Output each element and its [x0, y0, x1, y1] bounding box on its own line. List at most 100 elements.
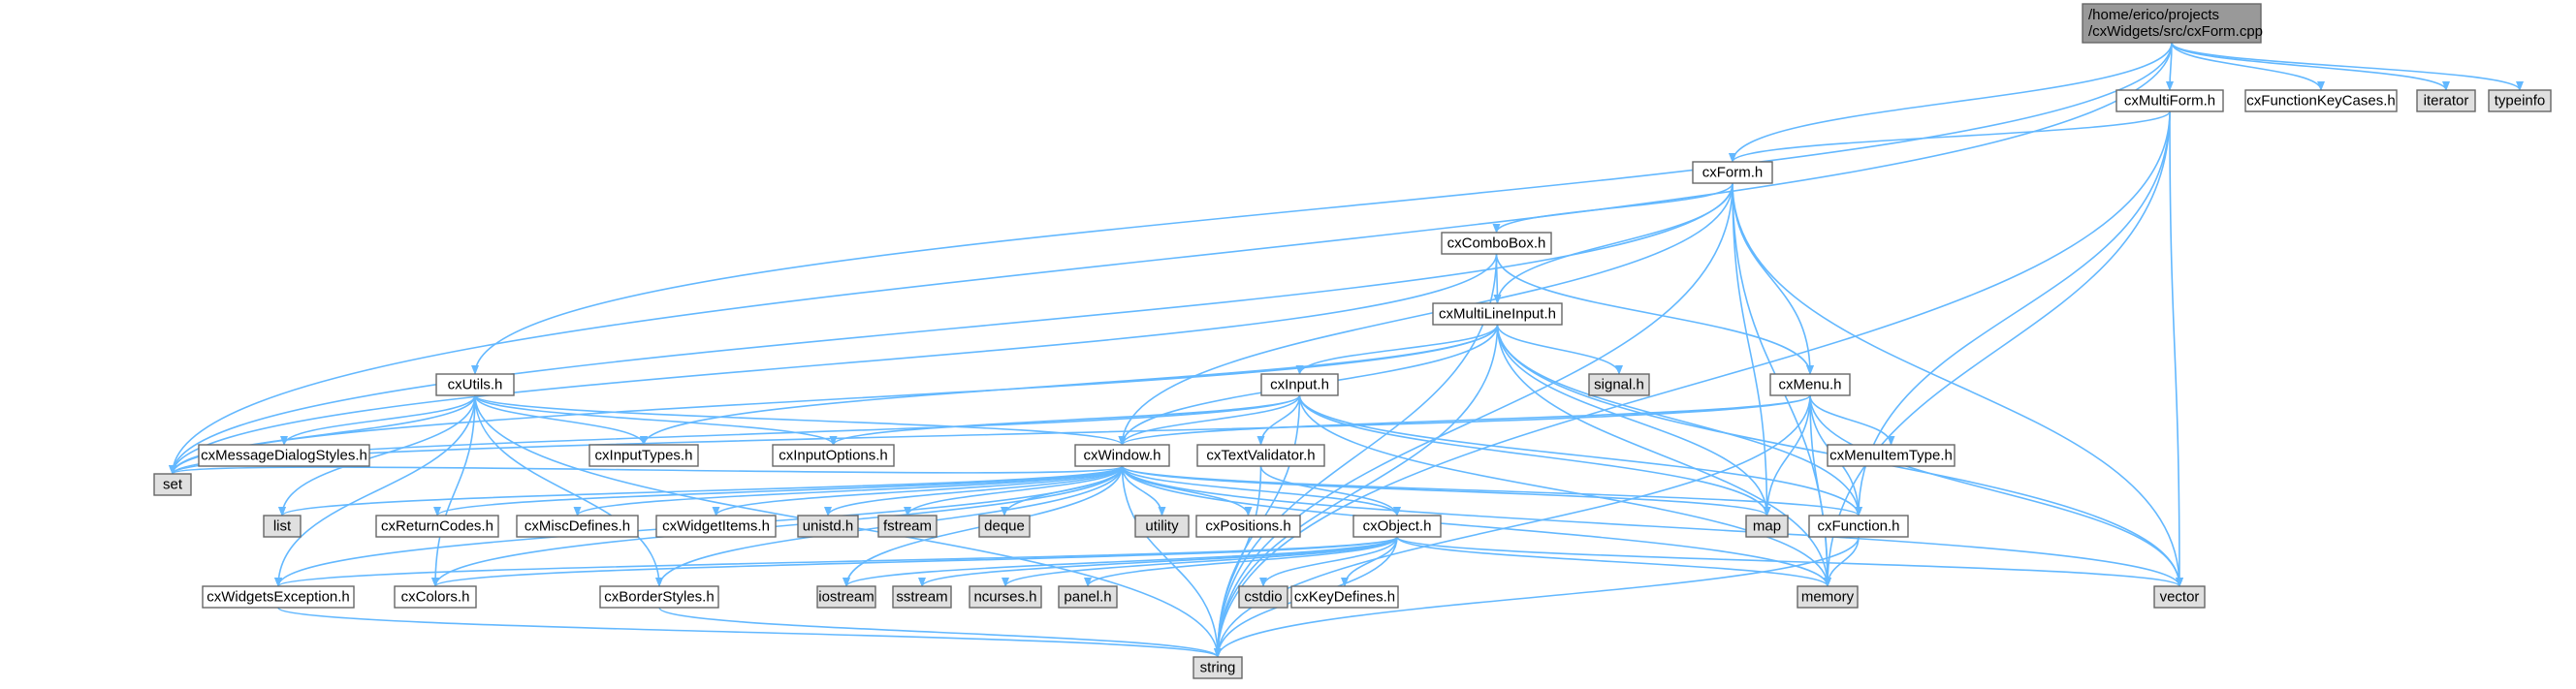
- node-cxtextvalidator-h[interactable]: cxTextValidator.h: [1196, 444, 1325, 467]
- node-cxmessagedialogstyles-h[interactable]: cxMessageDialogStyles.h: [198, 444, 370, 467]
- node-cxwindow-h[interactable]: cxWindow.h: [1074, 444, 1170, 467]
- edge-cxcombobox-h-to-set: [169, 253, 1498, 475]
- node-cxfunctionkeycases-h[interactable]: cxFunctionKeyCases.h: [2244, 89, 2398, 112]
- node-cxutils-h[interactable]: cxUtils.h: [435, 373, 515, 396]
- node-cxcolors-h[interactable]: cxColors.h: [394, 585, 477, 609]
- node-cxmenuitemtype-h[interactable]: cxMenuItemType.h: [1827, 444, 1956, 467]
- node-cxmenu-h[interactable]: cxMenu.h: [1769, 373, 1851, 396]
- node-cxkeydefines-h[interactable]: cxKeyDefines.h: [1290, 585, 1399, 609]
- node-cxwidgetsexception-h[interactable]: cxWidgetsException.h: [202, 585, 355, 609]
- node-deque[interactable]: deque: [978, 515, 1031, 538]
- edge-cxform-h-to-cxcombobox-h: [1492, 182, 1733, 234]
- node-box: [153, 473, 192, 496]
- node-cxinput-h[interactable]: cxInput.h: [1260, 373, 1339, 396]
- node-label: cxFunction.h: [1817, 518, 1899, 535]
- node-cxreturncodes-h[interactable]: cxReturnCodes.h: [375, 515, 499, 538]
- node-cxmultiform-h[interactable]: cxMultiForm.h: [2115, 89, 2224, 112]
- node-typeinfo[interactable]: typeinfo: [2488, 89, 2552, 112]
- node-box: [1827, 444, 1956, 467]
- node-box: [1195, 515, 1301, 538]
- node-signal-h[interactable]: signal.h: [1588, 373, 1650, 396]
- node-box: [1745, 515, 1789, 538]
- node-box: [892, 585, 952, 609]
- node-box: [2153, 585, 2206, 609]
- node-label: cxInputOptions.h: [779, 448, 888, 464]
- edge-cxfunction-h-to-string: [1214, 536, 1860, 658]
- node-cxform-h[interactable]: cxForm.h: [1692, 161, 1773, 184]
- node-label: utility: [1145, 518, 1179, 535]
- edge-cxwindow-h-to-cxobject-h: [1121, 465, 1401, 517]
- node-iterator[interactable]: iterator: [2416, 89, 2476, 112]
- node-label: cstdio: [1244, 589, 1282, 606]
- node-cxinputoptions-h[interactable]: cxInputOptions.h: [772, 444, 895, 467]
- node-box: [2488, 89, 2552, 112]
- node-label: cxWidgetsException.h: [207, 589, 350, 606]
- node-label: cxMultiLineInput.h: [1439, 306, 1556, 323]
- node-label: cxWidgetItems.h: [662, 518, 770, 535]
- node-sstream[interactable]: sstream: [892, 585, 952, 609]
- node-box: [2115, 89, 2224, 112]
- node-label: cxInputTypes.h: [595, 448, 693, 464]
- node-box: [1432, 302, 1563, 326]
- edge-cxwindow-h-to-cxfunction-h: [1121, 465, 1862, 517]
- node-cxwidgetitems-h[interactable]: cxWidgetItems.h: [655, 515, 777, 538]
- edge-cxobject-h-to-cxkeydefines-h: [1341, 536, 1398, 587]
- edge-cxmultilineinput-h-to-string: [1214, 324, 1499, 658]
- node-cxform-cpp[interactable]: /home/erico/projects/cxWidgets/src/cxFor…: [2082, 3, 2263, 44]
- node-cxborderstyles-h[interactable]: cxBorderStyles.h: [599, 585, 719, 609]
- node-box: [1196, 444, 1325, 467]
- node-vector[interactable]: vector: [2153, 585, 2206, 609]
- node-cxmiscdefines-h[interactable]: cxMiscDefines.h: [516, 515, 639, 538]
- node-box: [1692, 161, 1773, 184]
- edge-cxwindow-h-to-cxwidgetitems-h: [712, 465, 1124, 517]
- node-unistd-h[interactable]: unistd.h: [797, 515, 859, 538]
- edge-cxutils-h-to-set: [169, 394, 476, 475]
- node-box: [588, 444, 699, 467]
- node-list[interactable]: list: [263, 515, 302, 538]
- node-label: cxMenu.h: [1778, 377, 1841, 393]
- node-cxinputtypes-h[interactable]: cxInputTypes.h: [588, 444, 699, 467]
- node-cxpositions-h[interactable]: cxPositions.h: [1195, 515, 1301, 538]
- node-panel-h[interactable]: panel.h: [1058, 585, 1118, 609]
- node-label: iterator: [2424, 93, 2469, 110]
- node-label: fstream: [883, 518, 932, 535]
- edge-cxutils-h-to-list: [278, 394, 476, 517]
- node-fstream[interactable]: fstream: [877, 515, 938, 538]
- node-label: cxMessageDialogStyles.h: [201, 448, 367, 464]
- node-cstdio[interactable]: cstdio: [1238, 585, 1288, 609]
- edge-cxobject-h-to-memory: [1396, 536, 1831, 587]
- edge-cxobject-h-to-panel-h: [1084, 536, 1398, 587]
- node-set[interactable]: set: [153, 473, 192, 496]
- node-box: [375, 515, 499, 538]
- node-label: ncurses.h: [973, 589, 1036, 606]
- edge-cxutils-h-to-cxborderstyles-h: [474, 394, 663, 587]
- node-memory[interactable]: memory: [1797, 585, 1859, 609]
- node-iostream[interactable]: iostream: [816, 585, 876, 609]
- node-box: [1808, 515, 1909, 538]
- node-cxfunction-h[interactable]: cxFunction.h: [1808, 515, 1909, 538]
- node-box: [1260, 373, 1339, 396]
- nodes-layer: /home/erico/projects/cxWidgets/src/cxFor…: [153, 3, 2552, 679]
- node-label: cxBorderStyles.h: [604, 589, 714, 606]
- node-cxmultilineinput-h[interactable]: cxMultiLineInput.h: [1432, 302, 1563, 326]
- node-map[interactable]: map: [1745, 515, 1789, 538]
- edge-cxobject-h-to-cstdio: [1259, 536, 1398, 587]
- edge-cxwindow-h-to-utility: [1121, 465, 1166, 517]
- node-utility[interactable]: utility: [1134, 515, 1190, 538]
- node-string[interactable]: string: [1193, 656, 1243, 679]
- node-box: [599, 585, 719, 609]
- node-box: [1797, 585, 1859, 609]
- node-cxcombobox-h[interactable]: cxComboBox.h: [1441, 232, 1552, 255]
- node-label: cxTextValidator.h: [1206, 448, 1315, 464]
- node-label: map: [1753, 518, 1781, 535]
- node-label: vector: [2160, 589, 2200, 606]
- edge-cxwidgetsexception-h-to-string: [277, 607, 1222, 658]
- node-label: cxForm.h: [1702, 165, 1764, 181]
- node-label: memory: [1801, 589, 1855, 606]
- edge-cxmenu-h-to-map: [1763, 394, 1811, 517]
- edge-cxcombobox-h-to-string: [1214, 253, 1498, 658]
- node-box: [394, 585, 477, 609]
- node-ncurses-h[interactable]: ncurses.h: [969, 585, 1042, 609]
- node-box: [1134, 515, 1190, 538]
- node-cxobject-h[interactable]: cxObject.h: [1352, 515, 1442, 538]
